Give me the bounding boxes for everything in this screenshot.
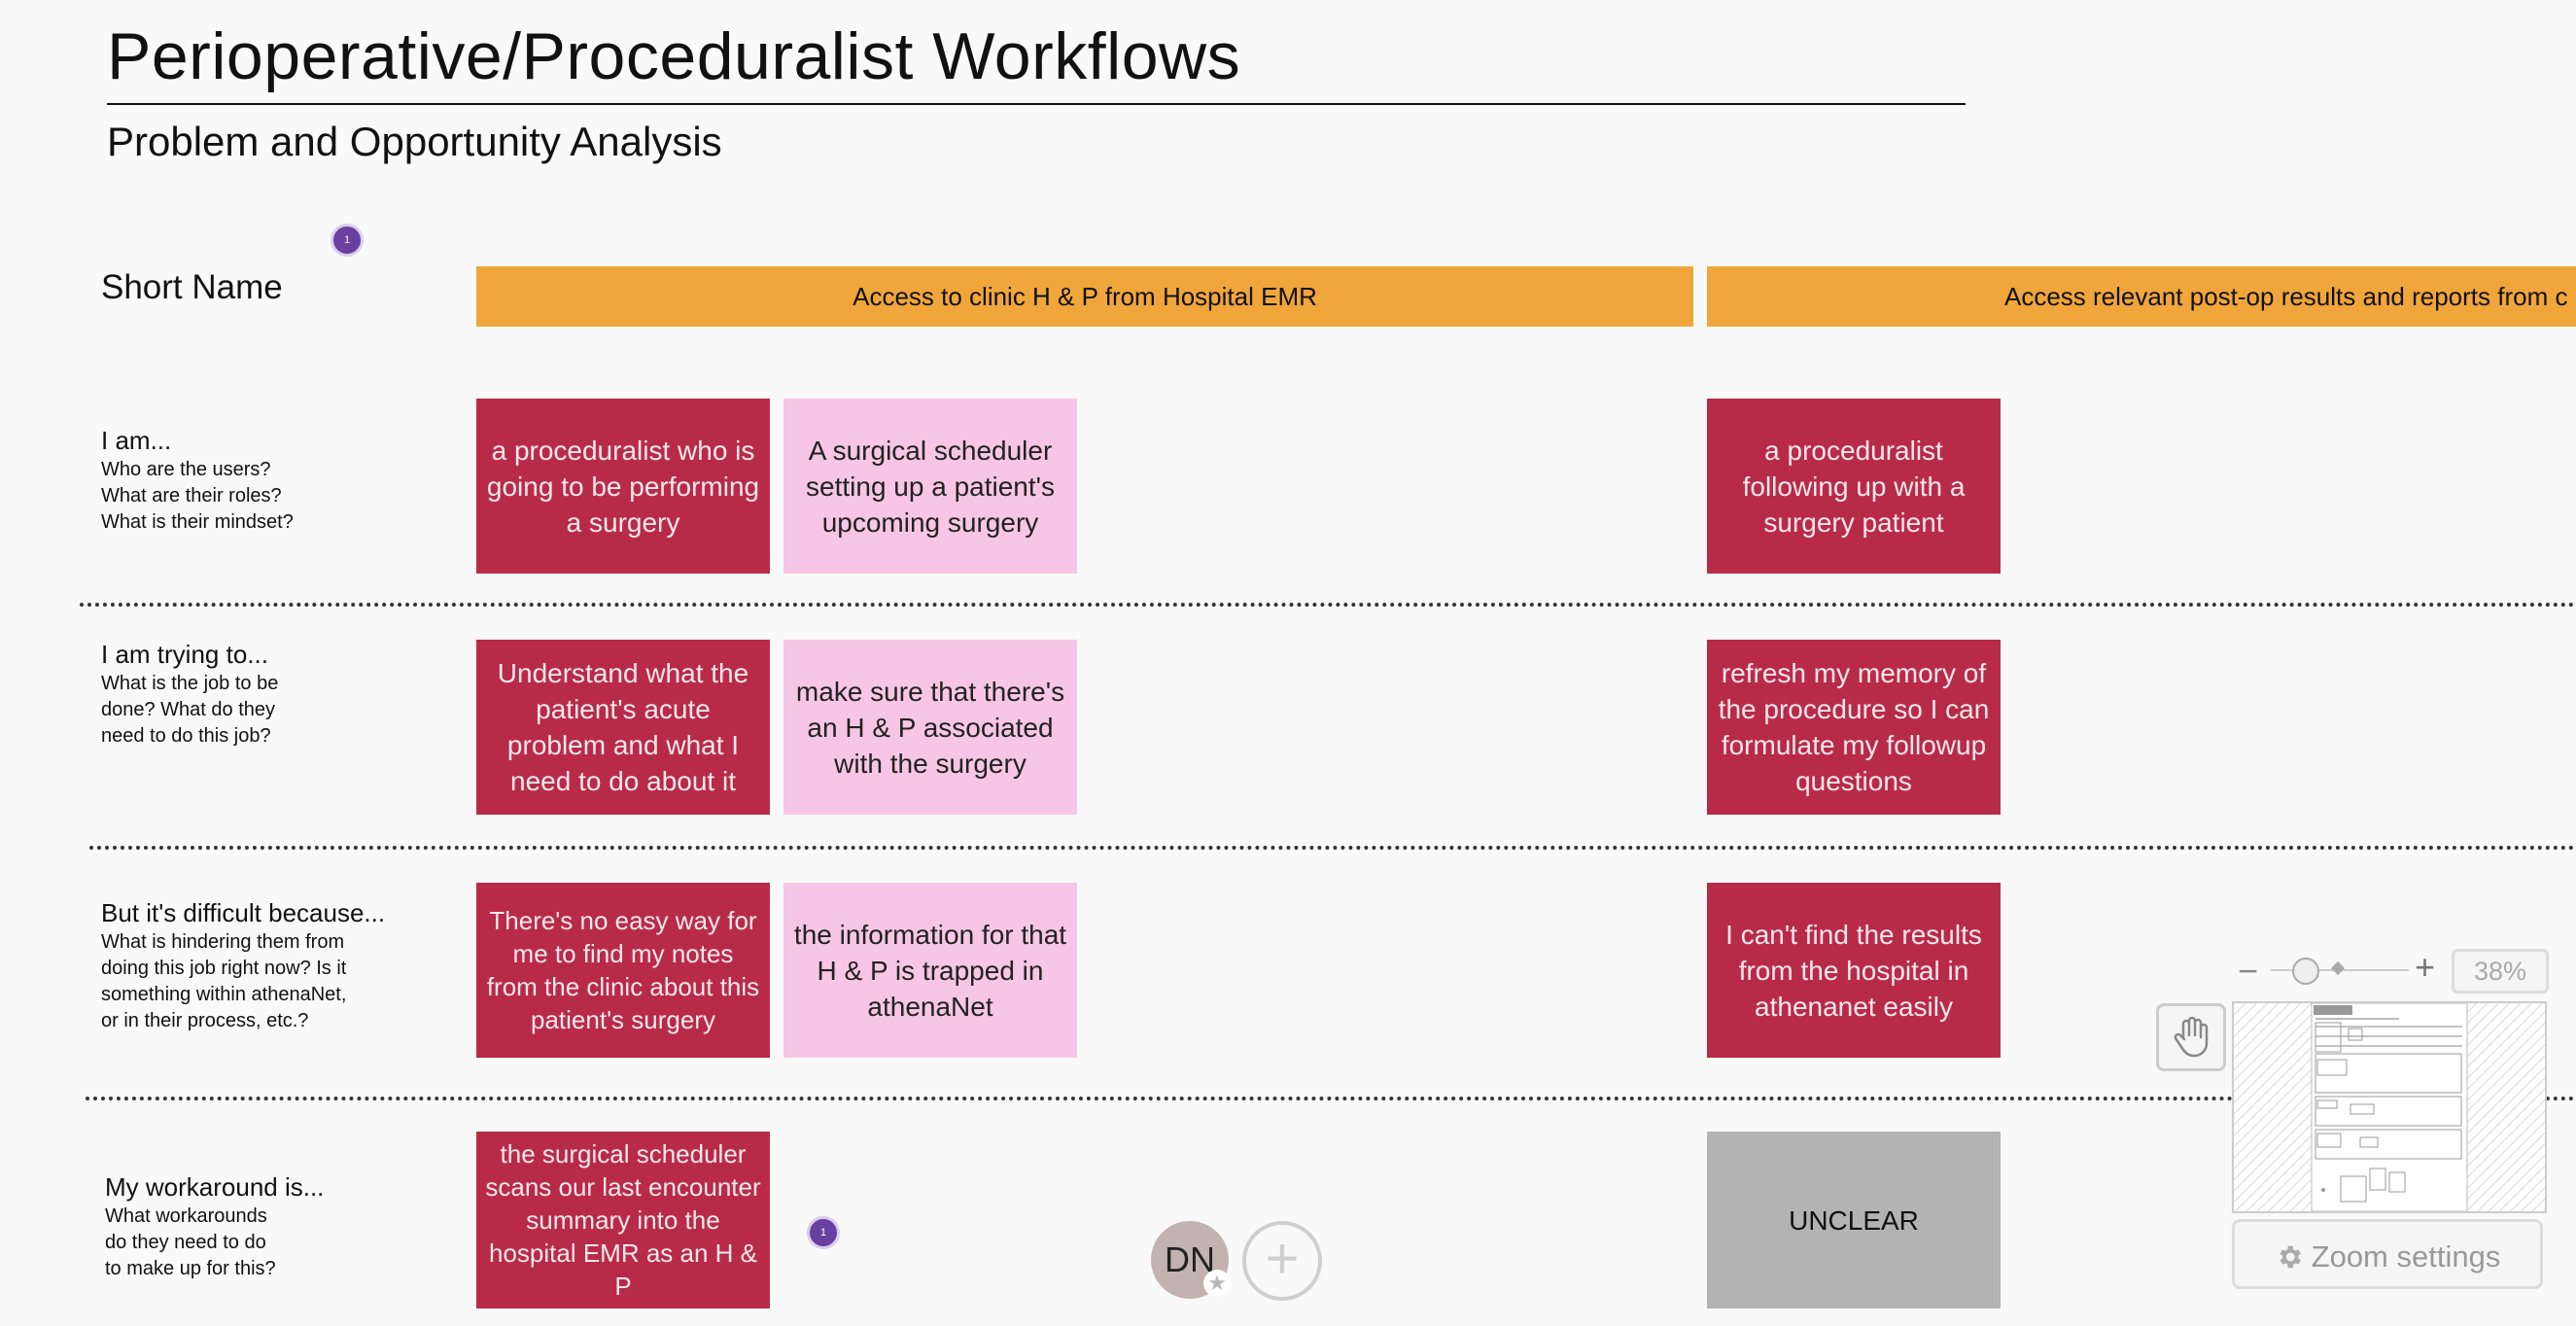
row-prompt: do they need to do — [105, 1232, 266, 1253]
sticky-note[interactable]: refresh my memory of the procedure so I … — [1707, 640, 2001, 815]
sticky-note[interactable]: a proceduralist who is going to be perfo… — [476, 399, 770, 574]
plus-icon: + — [1265, 1226, 1300, 1291]
zoom-out-button[interactable]: − — [2238, 951, 2259, 991]
row-prompt: What is hindering them from — [101, 931, 345, 953]
row-prompt: done? What do they — [101, 699, 276, 720]
comment-count-badge[interactable]: 1 — [331, 224, 364, 257]
row-prompt: something within athenaNet, — [101, 984, 347, 1005]
zoom-default-marker — [2330, 960, 2346, 976]
row-prompt: or in their process, etc.? — [101, 1010, 309, 1031]
star-icon: ★ — [1203, 1270, 1231, 1297]
zoom-settings-label: Zoom settings — [2311, 1239, 2501, 1274]
comment-count-badge[interactable]: 1 — [807, 1216, 840, 1249]
row-prompt: What are their roles? — [101, 485, 282, 506]
row-label-i-am: I am... Who are the users? What are thei… — [101, 424, 294, 536]
row-heading: But it's difficult because... — [101, 898, 386, 927]
row-divider — [86, 1097, 2576, 1100]
board-subtitle: Problem and Opportunity Analysis — [107, 119, 722, 164]
zoom-settings-button[interactable]: Zoom settings — [2232, 1219, 2543, 1289]
minimap-preview — [2234, 1003, 2545, 1211]
sticky-note[interactable]: a proceduralist following up with a surg… — [1707, 399, 2001, 574]
hand-icon — [2174, 1016, 2209, 1058]
row-divider — [80, 603, 2576, 607]
row-heading: I am trying to... — [101, 640, 268, 669]
column-header[interactable]: Access relevant post-op results and repo… — [1707, 266, 2576, 327]
row-label-trying-to: I am trying to... What is the job to be … — [101, 638, 278, 750]
gear-icon — [2280, 1245, 2301, 1269]
zoom-slider-handle[interactable] — [2292, 958, 2319, 985]
sticky-note[interactable]: I can't find the results from the hospit… — [1707, 883, 2001, 1058]
pan-tool-button[interactable] — [2156, 1003, 2226, 1071]
minimap[interactable] — [2232, 1001, 2547, 1213]
sticky-note[interactable]: the surgical scheduler scans our last en… — [476, 1132, 770, 1309]
sticky-note[interactable]: UNCLEAR — [1707, 1132, 2001, 1309]
row-prompt: to make up for this? — [105, 1258, 276, 1279]
row-heading: My workaround is... — [105, 1172, 325, 1202]
row-label-difficult-because: But it's difficult because... What is hi… — [101, 896, 385, 1034]
row-prompt: need to do this job? — [101, 725, 271, 747]
row-label-workaround: My workaround is... What workarounds do … — [105, 1170, 324, 1282]
sticky-note[interactable]: There's no easy way for me to find my no… — [476, 883, 770, 1058]
row-divider — [89, 846, 2576, 850]
add-collaborator-button[interactable]: + — [1242, 1221, 1322, 1301]
zoom-in-button[interactable]: + — [2415, 947, 2436, 987]
row-prompt: doing this job right now? Is it — [101, 958, 347, 979]
sticky-note[interactable]: A surgical scheduler setting up a patien… — [783, 399, 1077, 574]
zoom-level-display[interactable]: 38% — [2452, 949, 2549, 994]
row-heading: I am... — [101, 426, 172, 455]
row-prompt: What workarounds — [105, 1205, 267, 1227]
avatar[interactable]: DN — [1151, 1221, 1229, 1299]
row-prompt: What is the job to be — [101, 673, 279, 694]
sticky-note[interactable]: the information for that H & P is trappe… — [783, 883, 1077, 1058]
short-name-label: Short Name — [101, 268, 283, 306]
title-underline — [107, 103, 1966, 105]
column-header[interactable]: Access to clinic H & P from Hospital EMR — [476, 266, 1693, 327]
sticky-note[interactable]: make sure that there's an H & P associat… — [783, 640, 1077, 815]
board-title: Perioperative/Proceduralist Workflows — [107, 19, 1241, 93]
sticky-note[interactable]: Understand what the patient's acute prob… — [476, 640, 770, 815]
row-prompt: What is their mindset? — [101, 511, 294, 533]
row-prompt: Who are the users? — [101, 459, 271, 480]
